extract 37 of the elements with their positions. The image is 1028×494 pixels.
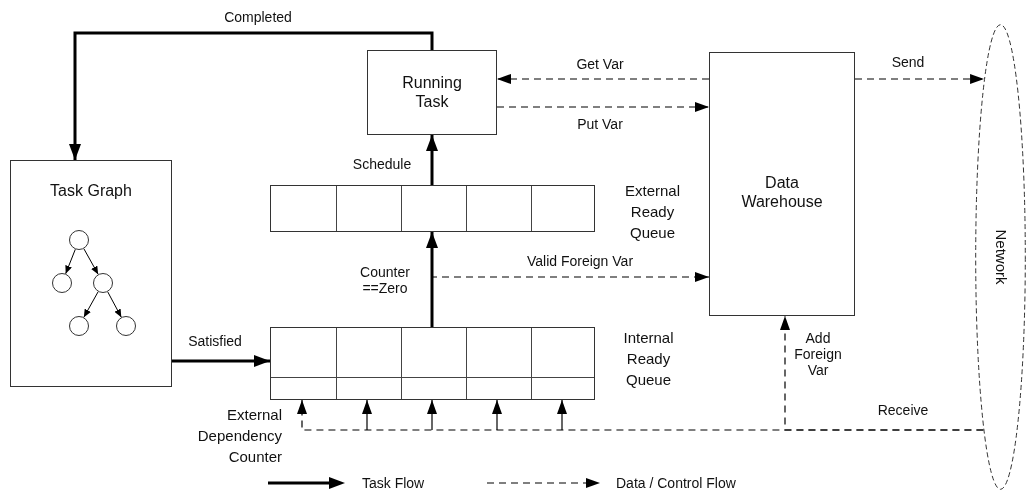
edge-label: Add Foreign Var: [793, 330, 843, 378]
edge-label: Completed: [223, 9, 293, 25]
panel-box: [10, 160, 172, 387]
box-title: Task Graph: [49, 181, 133, 200]
queue-box: [270, 327, 595, 400]
edge-label: Valid Foreign Var: [525, 253, 635, 269]
edge-label: Satisfied: [187, 333, 243, 349]
queue-label: External Dependency Counter: [196, 405, 282, 467]
arrow: [496, 74, 710, 84]
queue-label: Internal Ready Queue: [622, 328, 675, 390]
network-label: Network: [992, 229, 1009, 285]
box-title: Data Warehouse: [740, 173, 824, 211]
queue-box: [270, 185, 595, 232]
arrow: [83, 248, 99, 275]
edge-label: Get Var: [575, 56, 625, 72]
edge-label: Put Var: [576, 116, 624, 132]
queue-label: External Ready Queue: [624, 181, 681, 243]
arrow: [426, 232, 438, 327]
process-box: [367, 50, 497, 135]
legend-label: Task Flow: [362, 475, 425, 491]
arrow: [83, 291, 99, 318]
box-title: Running Task: [401, 73, 463, 111]
arrow: [172, 355, 270, 367]
edge-label: Counter ==Zero: [359, 264, 411, 296]
arrow: [854, 74, 985, 84]
network-ellipse: [975, 24, 1026, 490]
legend-label: Data / Control Flow: [616, 475, 736, 491]
arrow: [426, 135, 438, 185]
arrow: [780, 315, 984, 431]
arrow: [69, 31, 434, 160]
arrow: [496, 102, 710, 112]
edge-label: Send: [890, 54, 926, 70]
edge-label: Receive: [876, 402, 930, 418]
arrow: [107, 291, 122, 318]
arrow: [65, 248, 76, 275]
storage-box: [709, 52, 855, 316]
edge-label: Schedule: [351, 156, 413, 172]
